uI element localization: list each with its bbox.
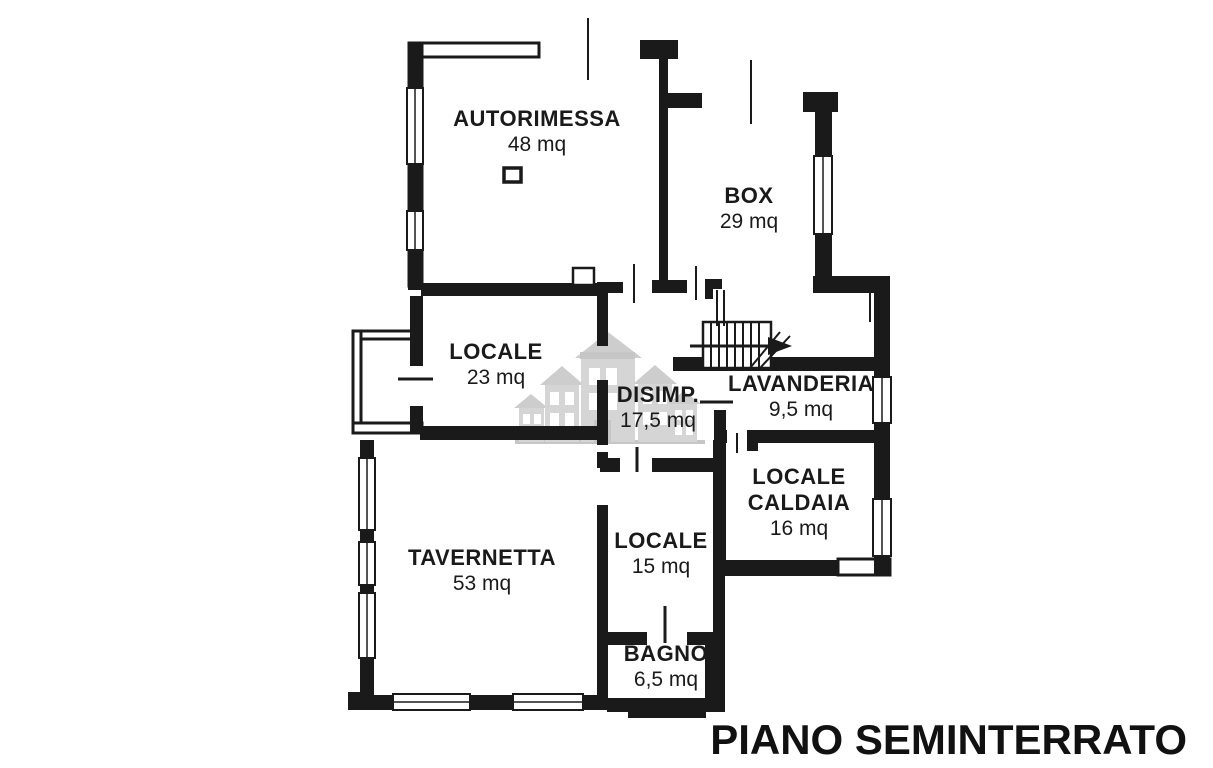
- pillar-symbols: [502, 166, 596, 287]
- staircase-icon: [690, 290, 792, 370]
- floor-title: PIANO SEMINTERRATO: [710, 716, 1187, 763]
- hollow-walls: [351, 41, 892, 577]
- window-symbols: [358, 87, 892, 711]
- reference-lines: [398, 18, 871, 643]
- shaft-symbol-icon: [502, 166, 523, 184]
